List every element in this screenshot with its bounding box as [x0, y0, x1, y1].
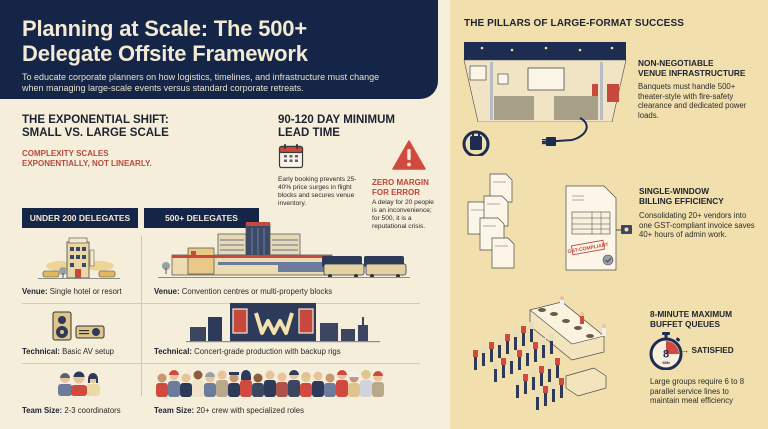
- row-divider-2: [22, 363, 420, 364]
- small-technical-value: Basic AV setup: [59, 347, 115, 356]
- shift-heading-line-1: THE EXPONENTIAL SHIFT:: [22, 114, 169, 126]
- small-team-key: Team Size:: [22, 406, 63, 415]
- badge-under-200: UNDER 200 DELEGATES: [22, 208, 138, 228]
- large-venue-key: Venue:: [154, 287, 180, 296]
- shift-sub-line-1: COMPLEXITY SCALES: [22, 149, 109, 158]
- large-team-key: Team Size:: [154, 406, 195, 415]
- small-team-value: 2-3 coordinators: [62, 406, 121, 415]
- pillar-billing-line-1: SINGLE-WINDOW: [639, 186, 710, 196]
- title-line-1: Planning at Scale: The 500+: [22, 16, 307, 41]
- hotel-illustration: [38, 237, 120, 279]
- lead-time-line-1: 90-120 DAY MINIMUM: [278, 114, 395, 126]
- zero-margin-line-2: FOR ERROR: [372, 187, 420, 197]
- satisfied-label: → SATISFIED: [681, 346, 734, 355]
- pillar-venue-heading: NON-NEGOTIABLE VENUE INFRASTRUCTURE: [638, 58, 745, 78]
- timer-unit: MIN: [662, 360, 669, 365]
- pillar-billing-heading: SINGLE-WINDOW BILLING EFFICIENCY: [639, 186, 724, 206]
- concert-stage-illustration: [186, 303, 380, 343]
- page-title: Planning at Scale: The 500+ Delegate Off…: [22, 16, 438, 66]
- pillar-venue-line-1: NON-NEGOTIABLE: [638, 58, 714, 68]
- title-line-2: Delegate Offsite Framework: [22, 41, 308, 66]
- page-subtitle: To educate corporate planners on how log…: [22, 72, 380, 93]
- zero-margin-heading: ZERO MARGIN FOR ERROR: [372, 178, 429, 197]
- pillar-venue-text: Banquets must handle 500+ theater-style …: [638, 82, 747, 120]
- pillar-billing-text: Consolidating 20+ vendors into one GST-c…: [639, 211, 755, 239]
- row-divider-1: [22, 303, 420, 304]
- invoice-consolidation-illustration: GST-COMPLIANT: [467, 173, 632, 271]
- small-technical-key: Technical:: [22, 347, 60, 356]
- shift-sub-line-2: EXPONENTIALLY, NOT LINEARLY.: [22, 159, 152, 168]
- warning-icon: [392, 140, 426, 170]
- zero-margin-text: A delay for 20 people is an inconvenienc…: [372, 199, 434, 230]
- small-technical-label: Technical: Basic AV setup: [22, 347, 114, 356]
- large-technical-key: Technical:: [154, 347, 192, 356]
- pillars-heading: THE PILLARS OF LARGE-FORMAT SUCCESS: [464, 18, 684, 29]
- stopwatch-icon: 8 MIN: [649, 332, 683, 370]
- small-venue-label: Venue: Single hotel or resort: [22, 287, 122, 296]
- small-venue-value: Single hotel or resort: [47, 287, 122, 296]
- zero-margin-line-1: ZERO MARGIN: [372, 178, 429, 187]
- large-venue-value: Convention centres or multi-property blo…: [179, 287, 333, 296]
- lead-time-line-2: LEAD TIME: [278, 127, 340, 139]
- basic-av-icon: [52, 311, 105, 341]
- large-crew-illustration: [156, 370, 384, 397]
- pillar-buffet-heading: 8-MINUTE MAXIMUM BUFFET QUEUES: [650, 309, 732, 329]
- lead-time-heading: 90-120 DAY MINIMUM LEAD TIME: [278, 114, 395, 140]
- large-technical-label: Technical: Concert-grade production with…: [154, 347, 341, 356]
- header-banner: Planning at Scale: The 500+ Delegate Off…: [0, 0, 438, 99]
- shift-heading-line-2: SMALL VS. LARGE SCALE: [22, 127, 169, 139]
- large-team-value: 20+ crew with specialized roles: [194, 406, 305, 415]
- shift-subheading: COMPLEXITY SCALES EXPONENTIALLY, NOT LIN…: [22, 149, 152, 169]
- small-venue-key: Venue:: [22, 287, 48, 296]
- lead-time-text: Early booking prevents 25-40% price surg…: [278, 176, 357, 207]
- small-team-label: Team Size: 2-3 coordinators: [22, 406, 121, 415]
- large-technical-value: Concert-grade production with backup rig…: [191, 347, 341, 356]
- pillar-buffet-text: Large groups require 6 to 8 parallel ser…: [650, 377, 745, 405]
- pillar-venue-line-2: VENUE INFRASTRUCTURE: [638, 68, 746, 78]
- column-divider: [141, 236, 142, 396]
- badge-500-plus: 500+ DELEGATES: [144, 208, 259, 228]
- shift-heading: THE EXPONENTIAL SHIFT: SMALL VS. LARGE S…: [22, 114, 169, 140]
- calendar-icon: [278, 144, 304, 169]
- small-team-icon: [58, 371, 100, 396]
- panel-seam: [440, 0, 450, 429]
- pillar-buffet-line-2: BUFFET QUEUES: [650, 319, 721, 329]
- convention-centre-illustration: [158, 222, 410, 278]
- buffet-queue-illustration: [473, 296, 607, 410]
- large-venue-label: Venue: Convention centres or multi-prope…: [154, 287, 332, 296]
- auditorium-illustration: [462, 42, 627, 156]
- pillar-buffet-line-1: 8-MINUTE MAXIMUM: [650, 309, 733, 319]
- timer-value: 8: [663, 349, 669, 361]
- pillar-billing-line-2: BILLING EFFICIENCY: [639, 196, 724, 206]
- large-team-label: Team Size: 20+ crew with specialized rol…: [154, 406, 304, 415]
